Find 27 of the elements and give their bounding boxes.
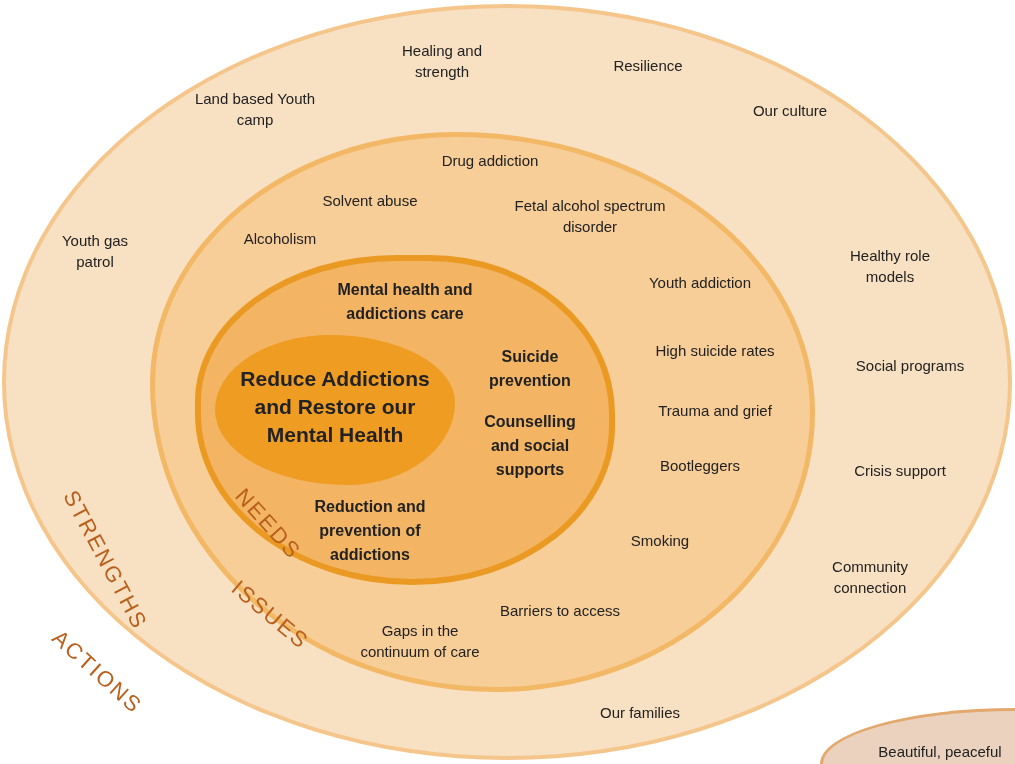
strength-label: Community connection: [831, 557, 909, 598]
strength-label: Healthy role models: [848, 246, 931, 287]
strength-label: Land based Youth camp: [193, 89, 317, 130]
strength-label: Healing and strength: [400, 41, 484, 82]
issue-label: Gaps in the continuum of care: [359, 621, 481, 662]
issue-label: Alcoholism: [242, 229, 318, 249]
need-label: Counselling and social supports: [483, 412, 577, 480]
need-label: Suicide prevention: [488, 347, 572, 391]
need-label: Reduction and prevention of addictions: [313, 497, 427, 565]
strength-label: Our families: [599, 703, 681, 723]
issue-label: Youth addiction: [647, 273, 752, 293]
issue-label: Bootleggers: [658, 456, 742, 476]
issue-label: Barriers to access: [498, 601, 621, 621]
note-label: Beautiful, peaceful: [877, 742, 1003, 762]
strength-label: Social programs: [854, 356, 966, 376]
issue-label: Solvent abuse: [321, 191, 419, 211]
issue-label: Drug addiction: [440, 151, 540, 171]
issue-label: Fetal alcohol spectrum disorder: [513, 196, 667, 237]
issue-label: Trauma and grief: [657, 401, 773, 421]
strength-label: Our culture: [751, 101, 829, 121]
issue-label: High suicide rates: [654, 341, 776, 361]
strength-label: Resilience: [612, 56, 684, 76]
need-label: Mental health and addictions care: [336, 280, 474, 324]
strength-label: Youth gas patrol: [60, 231, 130, 272]
strength-label: Crisis support: [853, 461, 947, 481]
goal-title: Reduce Addictions and Restore our Mental Health: [239, 366, 431, 448]
issue-label: Smoking: [629, 531, 691, 551]
